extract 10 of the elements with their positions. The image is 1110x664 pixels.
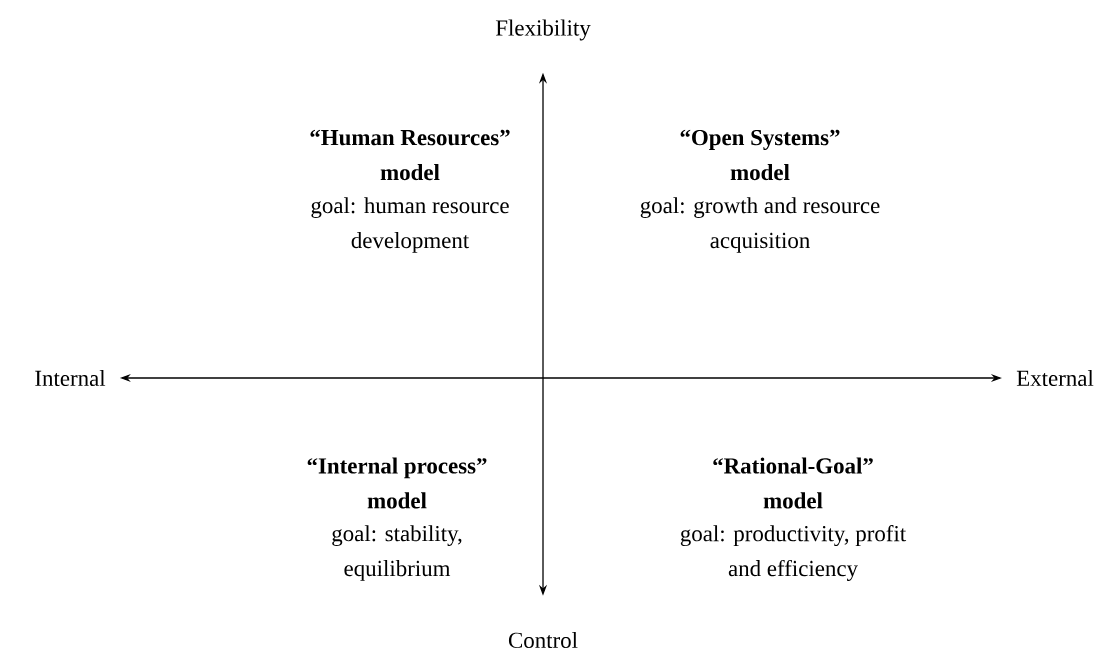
axis-label: External — [1016, 369, 1094, 387]
axis-label: Internal — [35, 369, 106, 387]
quadrant-goal: goal: productivity, profit and efficiency — [680, 525, 907, 581]
quadrant-goal: goal: human resource development — [311, 197, 509, 253]
quadrant-title: “Open Systems” model — [680, 129, 840, 181]
quadrant-goal: goal: growth and resource acquisition — [640, 197, 880, 253]
axis-label: Control — [508, 631, 578, 649]
quadrant-title: “Rational-Goal” model — [713, 457, 873, 509]
axis-label: Flexibility — [495, 19, 591, 41]
quadrant-goal: goal: stability, equilibrium — [332, 525, 462, 581]
